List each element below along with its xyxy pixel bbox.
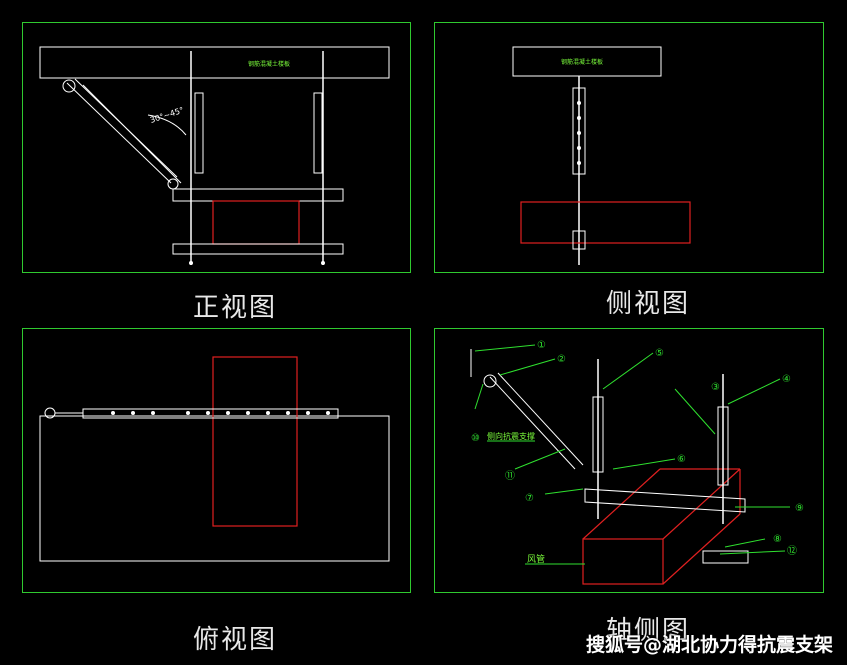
caption-axial-view: 轴侧图 — [606, 616, 691, 646]
top-view-panel — [22, 328, 411, 593]
channel-right — [313, 92, 323, 174]
top-view-drawing — [39, 356, 390, 562]
concrete-slab — [39, 46, 390, 79]
callout-7: ⑦ — [525, 493, 534, 504]
brace-label: 侧向抗震支撑 — [487, 431, 535, 441]
lower-clamp — [572, 230, 586, 250]
crossbeam — [584, 488, 746, 513]
brace-rail — [44, 407, 339, 419]
callout-1: ① — [537, 340, 546, 351]
concrete-slab — [512, 46, 662, 77]
lower-clip — [702, 550, 749, 564]
channel-left — [592, 396, 604, 473]
side-view-panel: 钢筋混凝土楼板 — [434, 22, 824, 273]
callout-10: ⑩ — [471, 433, 480, 444]
diagonal-brace — [470, 349, 584, 470]
leader-lines — [474, 344, 790, 555]
callout-4: ④ — [782, 374, 791, 385]
callout-2: ② — [557, 354, 566, 365]
callout-6: ⑥ — [677, 454, 686, 465]
angle-label: 30°~45° — [149, 106, 185, 125]
channel-left — [194, 92, 204, 174]
channel-right — [717, 406, 729, 486]
caption-top-view: 俯视图 — [193, 625, 278, 655]
duct-label: 风管 — [527, 553, 545, 565]
callout-11: ⑪ — [505, 470, 515, 482]
callout-3: ③ — [711, 382, 720, 393]
slab-label: 钢筋混凝土楼板 — [248, 60, 290, 68]
duct-section — [520, 201, 691, 244]
diagonal-brace — [62, 78, 182, 190]
duct-box — [582, 468, 741, 585]
slab-outline — [39, 415, 390, 562]
slab-label: 钢筋混凝土楼板 — [561, 58, 603, 66]
axial-view-panel: ① ② ③ ④ ⑤ ⑥ ⑦ ⑧ ⑨ ⑩ ⑪ ⑫ 侧向抗震支撑 风管 — [434, 328, 824, 593]
upper-crossbeam — [172, 188, 344, 202]
duct-section — [212, 356, 298, 527]
callout-8: ⑧ — [773, 534, 782, 545]
caption-front-view: 正视图 — [193, 293, 278, 323]
callout-9: ⑨ — [795, 503, 804, 514]
duct-section — [212, 200, 300, 245]
rail-holes — [111, 411, 330, 415]
axial-view-drawing: ① ② ③ ④ ⑤ ⑥ ⑦ ⑧ ⑨ ⑩ ⑪ ⑫ 侧向抗震支撑 风管 — [470, 340, 804, 585]
side-view-drawing: 钢筋混凝土楼板 — [512, 46, 691, 265]
angle-arc — [147, 114, 187, 136]
vertical-channel — [572, 87, 586, 175]
callout-12: ⑫ — [787, 545, 797, 557]
front-view-drawing: 钢筋混凝土楼板 30°~45° — [39, 46, 390, 265]
callout-labels: ① ② ③ ④ ⑤ ⑥ ⑦ ⑧ ⑨ ⑩ ⑪ ⑫ — [471, 340, 804, 557]
callout-5: ⑤ — [655, 348, 664, 359]
front-view-panel: 钢筋混凝土楼板 30°~45° — [22, 22, 411, 273]
caption-side-view: 侧视图 — [606, 289, 691, 319]
channel-holes — [577, 101, 581, 165]
lower-crossbeam — [172, 243, 344, 255]
watermark: 搜狐号@湖北协力得抗震支架 — [585, 634, 833, 656]
